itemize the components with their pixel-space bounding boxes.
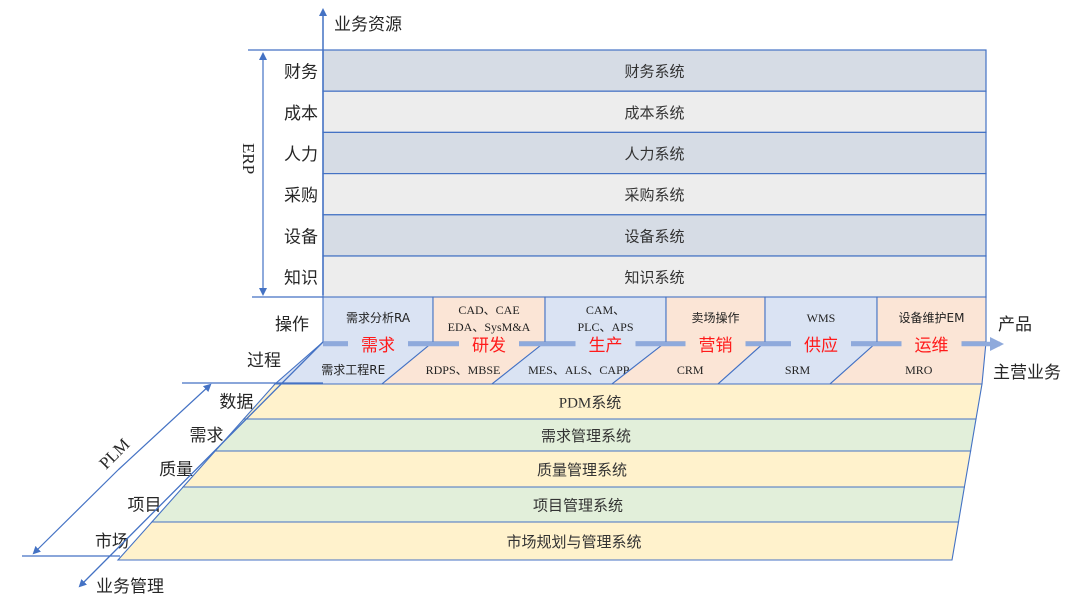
- erp-row-label: 知识: [284, 269, 318, 289]
- operation-cell-text: WMS: [807, 311, 836, 325]
- erp-system-name: 成本系统: [624, 104, 684, 122]
- erp-group-label: ERP: [239, 143, 258, 174]
- stage-name: 供应: [804, 336, 838, 356]
- main-business-flow-arrow: 需求 研发 生产 营销 供应 运维: [323, 336, 1004, 356]
- plm-system-name: 项目管理系统: [533, 497, 623, 515]
- horizontal-axis-label-product: 产品: [998, 315, 1032, 335]
- operation-cell-1: [432, 296, 546, 343]
- operation-cell-line: PLC、APS: [577, 320, 633, 334]
- diagonal-axis-label: 业务管理: [96, 577, 164, 597]
- plm-range-arrow-down: [32, 469, 119, 555]
- plm-row-label: 数据: [219, 393, 253, 413]
- operation-cell-line: EDA、SysM&A: [448, 320, 531, 334]
- stage-name-bg: [348, 336, 408, 352]
- operation-cell-3: [665, 296, 766, 343]
- plm-system-name: 质量管理系统: [537, 461, 627, 479]
- erp-system-name: 设备系统: [624, 227, 684, 245]
- erp-system-name: 人力系统: [624, 145, 684, 163]
- stage-name: 运维: [915, 336, 949, 356]
- stage-cell-tool-text: MRO: [905, 363, 933, 377]
- stage-cell-tool-text: RDPS、MBSE: [426, 363, 501, 377]
- operation-cell-text: 卖场操作: [691, 310, 739, 325]
- plm-system-name: PDM系统: [559, 395, 622, 412]
- stage-name-bg: [901, 336, 962, 352]
- stage-name-bg: [459, 336, 519, 352]
- erp-system-name: 采购系统: [624, 186, 684, 204]
- operation-cell-text: 设备维护EM: [899, 311, 965, 325]
- stage-cell-tool-text: MES、ALS、CAPP: [528, 363, 630, 377]
- operation-cell-text: CAM、 PLC、APS: [577, 303, 633, 334]
- stage-name: 营销: [699, 336, 733, 356]
- operation-cell-5: [876, 296, 987, 343]
- erp-system-name: 知识系统: [624, 269, 684, 287]
- operation-cell-text: 需求分析RA: [346, 311, 411, 325]
- operation-cell-text: CAD、CAE EDA、SysM&A: [448, 303, 531, 334]
- plm-row-label: 市场: [95, 532, 129, 552]
- stage-name-bg: [791, 336, 851, 352]
- erp-row-label: 人力: [284, 145, 318, 165]
- process-operation-cells: 需求分析RA CAD、CAE EDA、SysM&A CAM、 PLC、APS 卖场操作 WM…: [322, 296, 987, 343]
- stage-name-bg: [575, 336, 636, 352]
- plm-system-name: 需求管理系统: [541, 427, 631, 445]
- erp-row-0: [322, 49, 987, 92]
- stage-cell-tool-text: CRM: [677, 363, 704, 377]
- plm-group-label: PLM: [95, 435, 133, 473]
- erp-row-label: 设备: [284, 227, 318, 247]
- operation-cell-line: CAM、: [586, 303, 625, 317]
- plm-row-label: 需求: [190, 426, 224, 446]
- erp-system-name: 财务系统: [624, 63, 684, 81]
- erp-row-3: [322, 173, 987, 216]
- process-stage-cells: 需求工程RE RDPS、MBSE MES、ALS、CAPP CRM SRM MRO: [273, 341, 987, 385]
- operation-cell-line: CAD、CAE: [458, 303, 519, 317]
- erp-row-1: [322, 90, 987, 133]
- operation-label: 操作: [275, 315, 309, 335]
- stage-name-bg: [685, 336, 746, 352]
- plm-row-4: [116, 521, 960, 561]
- axes: 业务资源 业务管理 产品 主营业务 ERP PLM 操作 过程: [22, 8, 1061, 597]
- erp-row-label: 采购: [284, 186, 318, 206]
- plm-row-label: 项目: [128, 496, 162, 516]
- operation-cell-2: [544, 296, 667, 343]
- stage-cell-tool-text: SRM: [785, 363, 811, 377]
- erp-row-2: [322, 131, 987, 175]
- horizontal-axis-label-main-business: 主营业务: [993, 363, 1061, 383]
- erp-row-label: 成本: [284, 104, 318, 124]
- stage-cell-tool-text: 需求工程RE: [321, 362, 385, 377]
- plm-row-label: 质量: [159, 460, 193, 480]
- erp-row-label: 财务: [284, 63, 318, 83]
- stage-name: 研发: [472, 336, 506, 356]
- stage-name: 生产: [589, 336, 623, 356]
- plm-range-arrow-up: [117, 383, 212, 471]
- plm-system-name: 市场规划与管理系统: [506, 533, 641, 551]
- operation-cell-4: [764, 296, 878, 343]
- vertical-axis-label: 业务资源: [334, 15, 402, 35]
- process-label: 过程: [247, 351, 281, 371]
- stage-name: 需求: [361, 336, 395, 356]
